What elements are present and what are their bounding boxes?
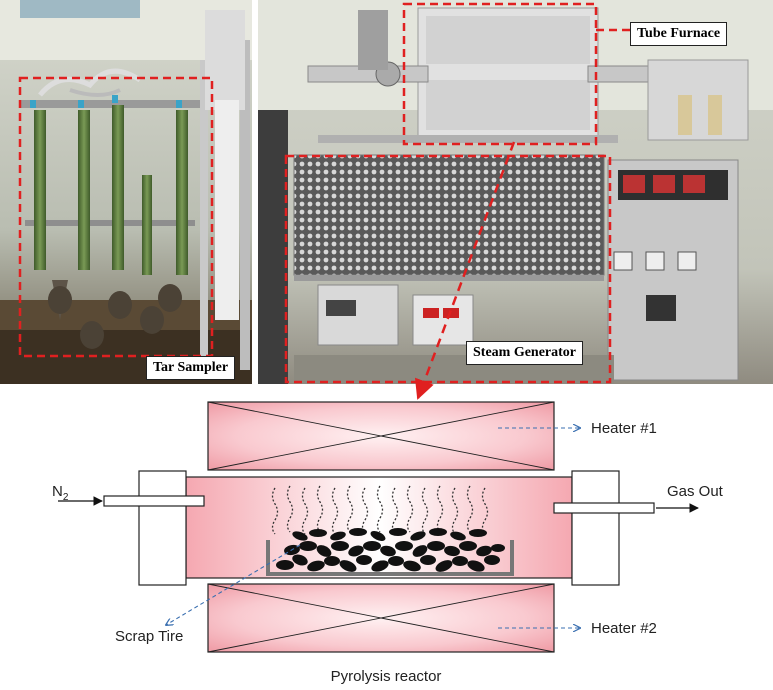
tar-sampler-label-text: Tar Sampler	[153, 360, 229, 375]
n2-label-subscript: 2	[63, 492, 69, 503]
scrap-tire-label: Scrap Tire	[115, 628, 183, 645]
inlet-pipe	[103, 495, 205, 507]
outlet-flange	[571, 470, 620, 586]
scrap-tire-leader	[166, 544, 301, 625]
tube-furnace-label-text: Tube Furnace	[637, 26, 721, 41]
furnace-photo	[258, 0, 773, 384]
n2-label: N2	[52, 483, 69, 503]
tar-sampler-label: Tar Sampler	[146, 356, 236, 380]
tube-furnace-label: Tube Furnace	[630, 22, 728, 46]
sample-boat	[266, 540, 514, 576]
heater-1-label: Heater #1	[591, 420, 657, 437]
vapor-lines	[271, 485, 489, 535]
gas-out-label: Gas Out	[667, 483, 724, 500]
heater-1	[207, 401, 555, 471]
diagram-caption: Pyrolysis reactor	[331, 668, 442, 685]
n2-label-main: N	[52, 483, 63, 500]
scrap-tire-pieces	[276, 528, 505, 572]
heater-2	[207, 583, 555, 653]
steam-generator-label-text: Steam Generator	[473, 345, 577, 360]
outlet-pipe	[553, 502, 655, 514]
steam-generator-label: Steam Generator	[466, 341, 584, 365]
inlet-flange	[138, 470, 187, 586]
heater-2-label: Heater #2	[591, 620, 657, 637]
furnace-link-arrow	[414, 141, 516, 400]
